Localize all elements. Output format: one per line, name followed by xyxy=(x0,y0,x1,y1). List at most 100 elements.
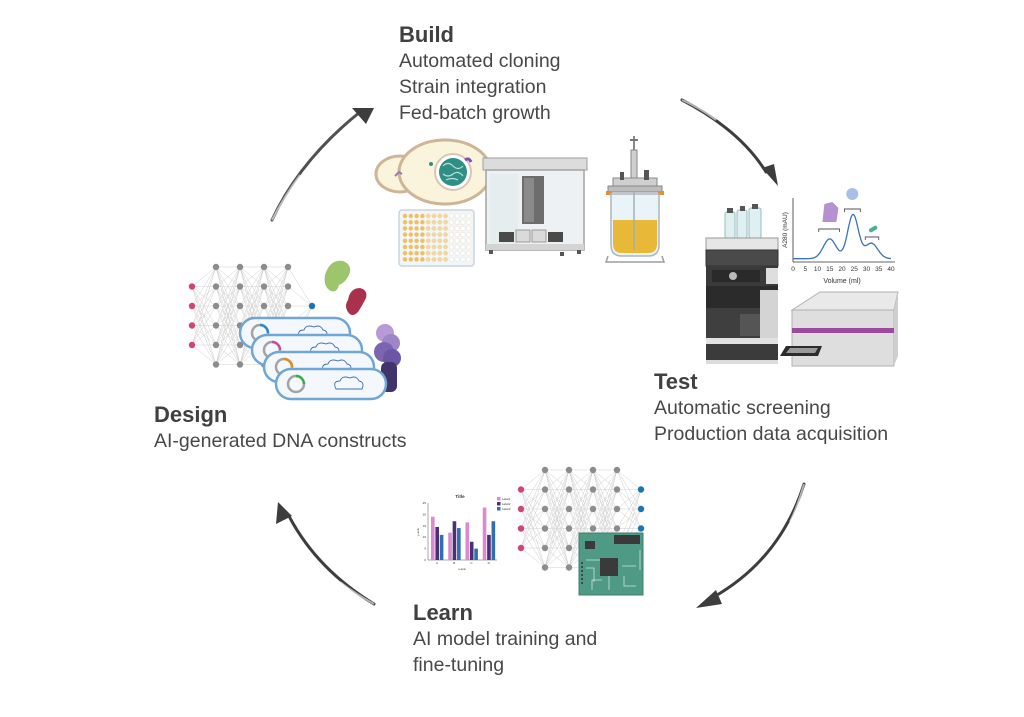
nn-connection xyxy=(544,469,570,529)
well xyxy=(466,219,472,225)
well xyxy=(402,244,408,250)
nn-connection xyxy=(544,469,570,510)
x-tick-label: A xyxy=(436,561,438,565)
nn-node xyxy=(589,466,597,474)
peak-bracket xyxy=(818,228,840,232)
nn-node xyxy=(188,322,196,329)
nn-node xyxy=(637,525,645,532)
peak-bracket xyxy=(844,208,861,212)
nn-connection xyxy=(520,547,546,568)
nn-connection xyxy=(215,266,241,346)
well xyxy=(425,213,431,219)
nn-connection xyxy=(568,469,594,549)
nn-connection xyxy=(544,489,570,568)
nn-connection xyxy=(215,266,241,287)
nn-node xyxy=(517,486,525,493)
learn-stage-label: Learn AI model training and fine-tuning xyxy=(413,600,597,678)
nn-connection xyxy=(544,547,570,568)
nn-node xyxy=(565,486,573,493)
well xyxy=(437,250,443,256)
nn-node xyxy=(541,564,549,571)
well xyxy=(419,232,425,238)
well xyxy=(443,213,448,219)
protein-small-icon xyxy=(869,225,878,233)
plasmid-card xyxy=(274,367,388,401)
well xyxy=(408,238,414,244)
protein-large-icon xyxy=(822,202,839,222)
legend-label: Label1 xyxy=(502,497,511,501)
well xyxy=(443,238,448,244)
well xyxy=(425,256,431,262)
well xyxy=(437,225,443,231)
well xyxy=(408,250,414,256)
nn-node xyxy=(541,486,549,493)
bar xyxy=(431,516,435,560)
nn-node xyxy=(541,544,549,552)
y-tick-label: 25 xyxy=(423,501,427,505)
plasmid-gene xyxy=(259,323,270,334)
nn-connection xyxy=(520,469,546,549)
nn-node xyxy=(188,341,196,349)
well xyxy=(419,213,425,219)
microchip-icon xyxy=(578,532,644,596)
well xyxy=(419,219,425,225)
nn-connection xyxy=(263,266,289,287)
nn-node xyxy=(236,361,244,368)
bar xyxy=(439,534,444,560)
bar xyxy=(487,534,491,560)
y-tick-label: 0 xyxy=(424,558,426,562)
well xyxy=(408,213,414,219)
legend-swatch xyxy=(497,507,501,511)
well xyxy=(419,225,425,231)
nn-node xyxy=(517,525,525,532)
well xyxy=(454,244,460,250)
nn-node xyxy=(284,263,292,271)
bar xyxy=(474,548,478,560)
well xyxy=(443,225,448,231)
nn-node xyxy=(188,283,196,290)
nn-connection xyxy=(568,469,594,490)
x-tick-label: 15 xyxy=(826,266,834,273)
well xyxy=(466,225,472,231)
dna-cloud xyxy=(322,359,352,373)
well xyxy=(431,256,437,262)
nn-connection xyxy=(592,469,618,510)
nn-node xyxy=(565,564,573,571)
well xyxy=(460,219,466,225)
legend-swatch xyxy=(497,497,501,501)
nn-node xyxy=(236,302,244,310)
well xyxy=(431,232,437,238)
well xyxy=(466,244,472,250)
well xyxy=(437,213,443,219)
design-line-1: AI-generated DNA constructs xyxy=(154,430,407,452)
well xyxy=(414,238,419,244)
bar xyxy=(457,528,461,560)
nn-connection xyxy=(568,469,594,529)
well xyxy=(443,232,448,238)
curved-arrow-icon xyxy=(680,98,778,186)
nn-node xyxy=(308,302,316,310)
y-axis-label: A280 (mAU) xyxy=(782,212,789,248)
plate-reader-icon xyxy=(780,291,899,367)
well xyxy=(414,232,419,238)
nn-connection xyxy=(544,469,570,568)
well xyxy=(454,232,460,238)
well xyxy=(448,232,454,238)
nn-connection xyxy=(191,266,217,326)
nn-connection xyxy=(191,286,217,346)
nn-connection xyxy=(520,508,546,549)
nn-node xyxy=(589,505,597,513)
nn-connection xyxy=(616,489,642,510)
well xyxy=(419,250,425,256)
nn-node xyxy=(637,505,645,513)
x-tick-label: 10 xyxy=(814,266,822,273)
well xyxy=(419,256,425,262)
nn-connection xyxy=(191,266,217,346)
nn-node xyxy=(589,525,597,532)
curved-arrow-icon xyxy=(270,108,374,222)
test-line-2: Production data acquisition xyxy=(654,423,889,445)
